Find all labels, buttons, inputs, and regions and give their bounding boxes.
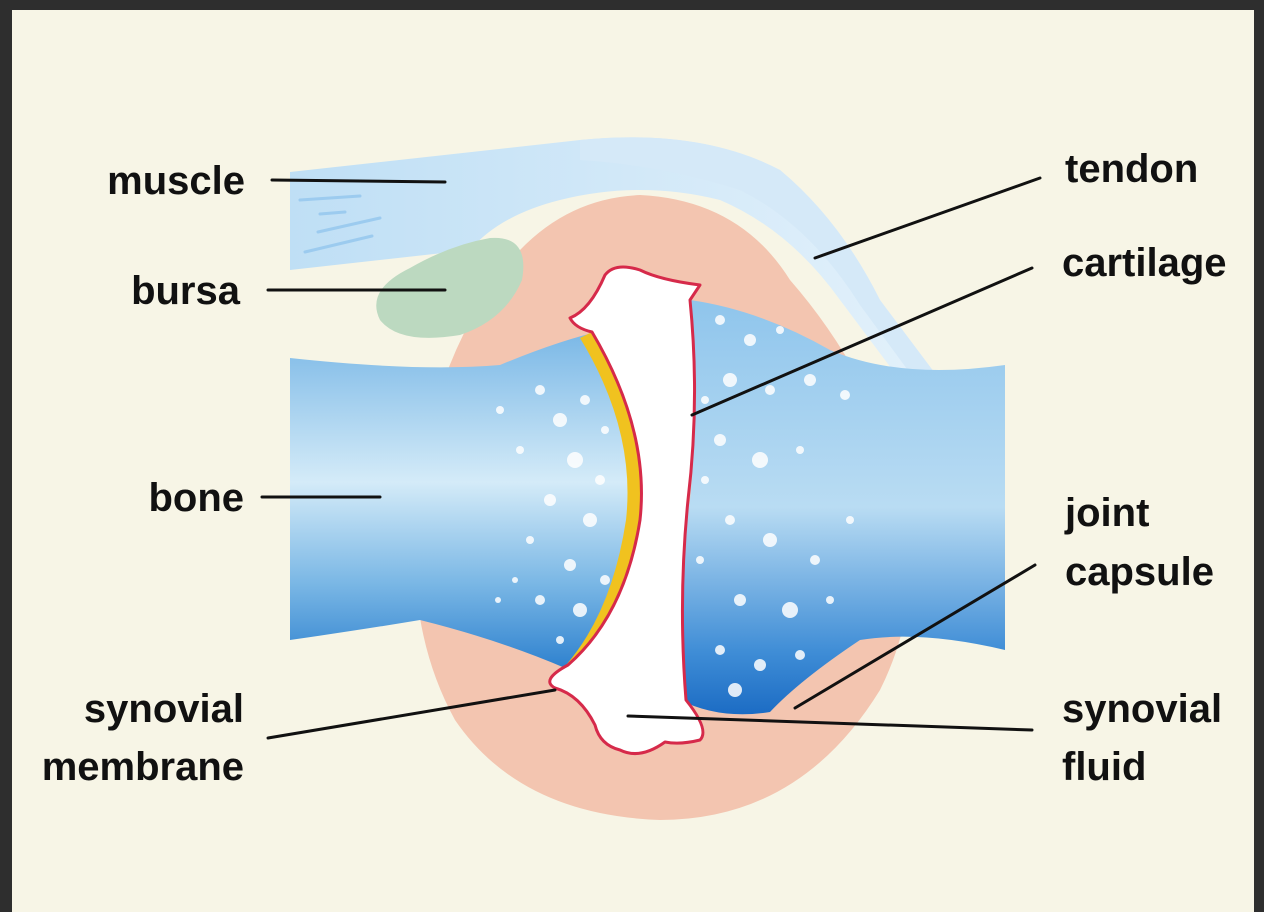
label-synovial-membrane-2: membrane	[42, 745, 244, 789]
label-bursa: bursa	[131, 269, 241, 313]
label-muscle: muscle	[107, 159, 245, 203]
left-bone-shape	[290, 330, 642, 668]
label-joint-capsule-1: joint	[1064, 491, 1149, 535]
label-synovial-fluid-2: fluid	[1062, 745, 1146, 789]
label-cartilage: cartilage	[1062, 241, 1227, 285]
label-synovial-membrane-1: synovial	[84, 687, 244, 731]
label-joint-capsule-2: capsule	[1065, 550, 1214, 594]
label-bone: bone	[148, 476, 244, 520]
label-synovial-fluid-1: synovial	[1062, 687, 1222, 731]
muscle-leader	[272, 180, 445, 182]
label-tendon: tendon	[1065, 147, 1198, 191]
